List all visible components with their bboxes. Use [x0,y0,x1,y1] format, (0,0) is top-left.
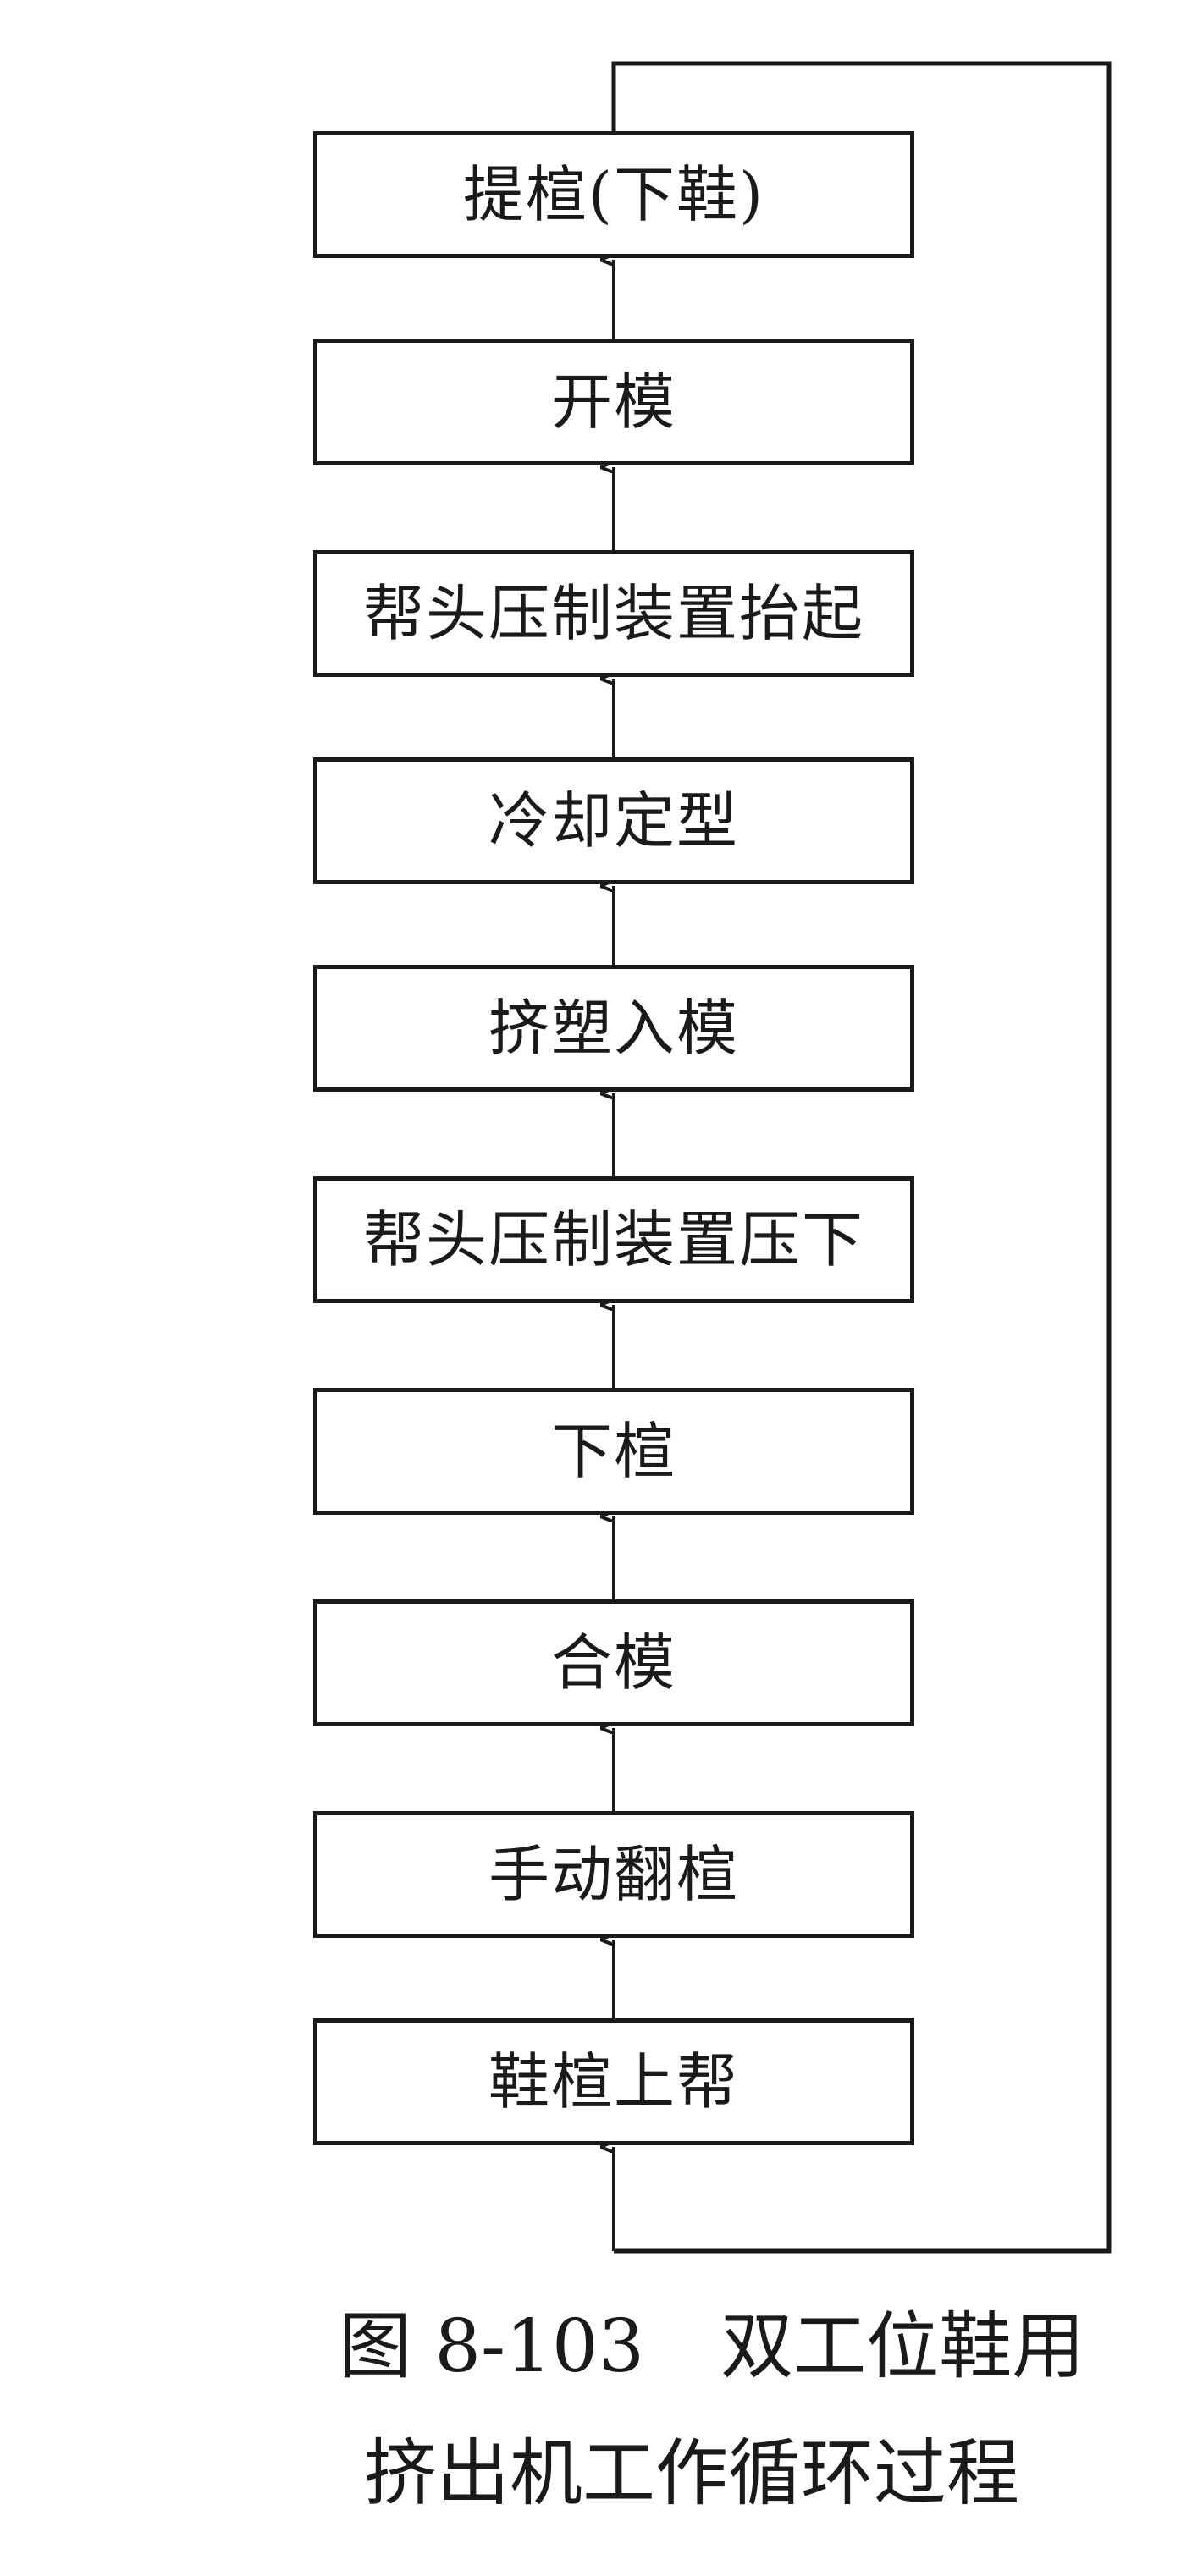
step-box-last-upper: 鞋楦上帮 [313,2018,914,2145]
step-label: 鞋楦上帮 [488,2046,739,2117]
figure-number: 图 8-103 [339,2304,645,2389]
figure-caption-line-2: 挤出机工作循环过程 [364,2437,1192,2510]
step-box-press-device-lower: 帮头压制装置压下 [313,1176,914,1303]
step-label: 手动翻楦 [488,1839,739,1910]
figure-title-part-1: 双工位鞋用 [720,2304,1085,2389]
figure-title-part-2: 挤出机工作循环过程 [364,2431,1019,2516]
step-box-open-mold: 开模 [313,339,914,465]
loop-back-line [611,61,1112,2254]
step-label: 冷却定型 [488,785,739,856]
step-box-close-mold: 合模 [313,1599,914,1726]
step-label: 提楦(下鞋) [462,159,765,230]
step-box-press-device-raise: 帮头压制装置抬起 [313,550,914,677]
step-box-lift-last: 提楦(下鞋) [313,131,914,258]
step-label: 合模 [550,1627,676,1698]
step-label: 帮头压制装置压下 [362,1204,864,1275]
step-label: 下楦 [550,1416,676,1487]
step-box-cool-set: 冷却定型 [313,757,914,884]
step-box-manual-flip-last: 手动翻楦 [313,1811,914,1938]
step-label: 挤塑入模 [488,993,739,1064]
step-label: 开模 [550,366,676,438]
step-box-extrude-into-mold: 挤塑入模 [313,965,914,1092]
step-box-lower-last: 下楦 [313,1388,914,1515]
step-label: 帮头压制装置抬起 [362,578,864,649]
